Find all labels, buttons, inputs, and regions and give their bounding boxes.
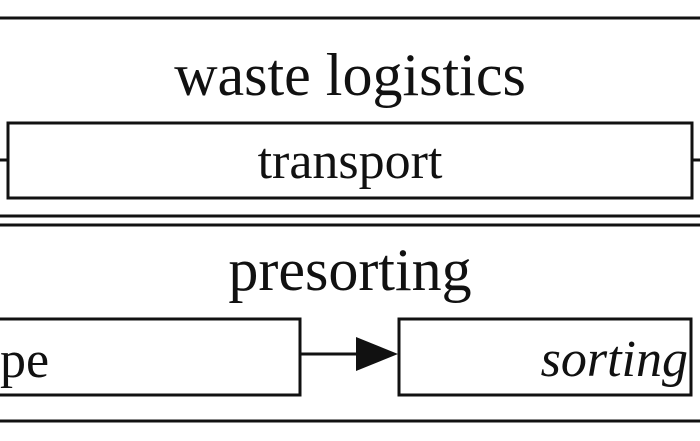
process-arrow [300,337,398,371]
presorting-container [0,223,700,423]
left-process-label: pe [0,332,49,389]
presorting-title: presorting [228,237,471,303]
transport-label: transport [258,133,443,190]
waste-logistics-container [0,16,700,218]
presorting-group: presorting pe sorting [0,223,700,423]
arrowhead-icon [356,337,398,371]
sorting-box [397,317,693,397]
waste-logistics-title: waste logistics [174,42,526,108]
left-process-box [0,317,302,397]
waste-logistics-group: waste logistics transport [0,16,700,218]
sorting-label: sorting [541,331,688,388]
